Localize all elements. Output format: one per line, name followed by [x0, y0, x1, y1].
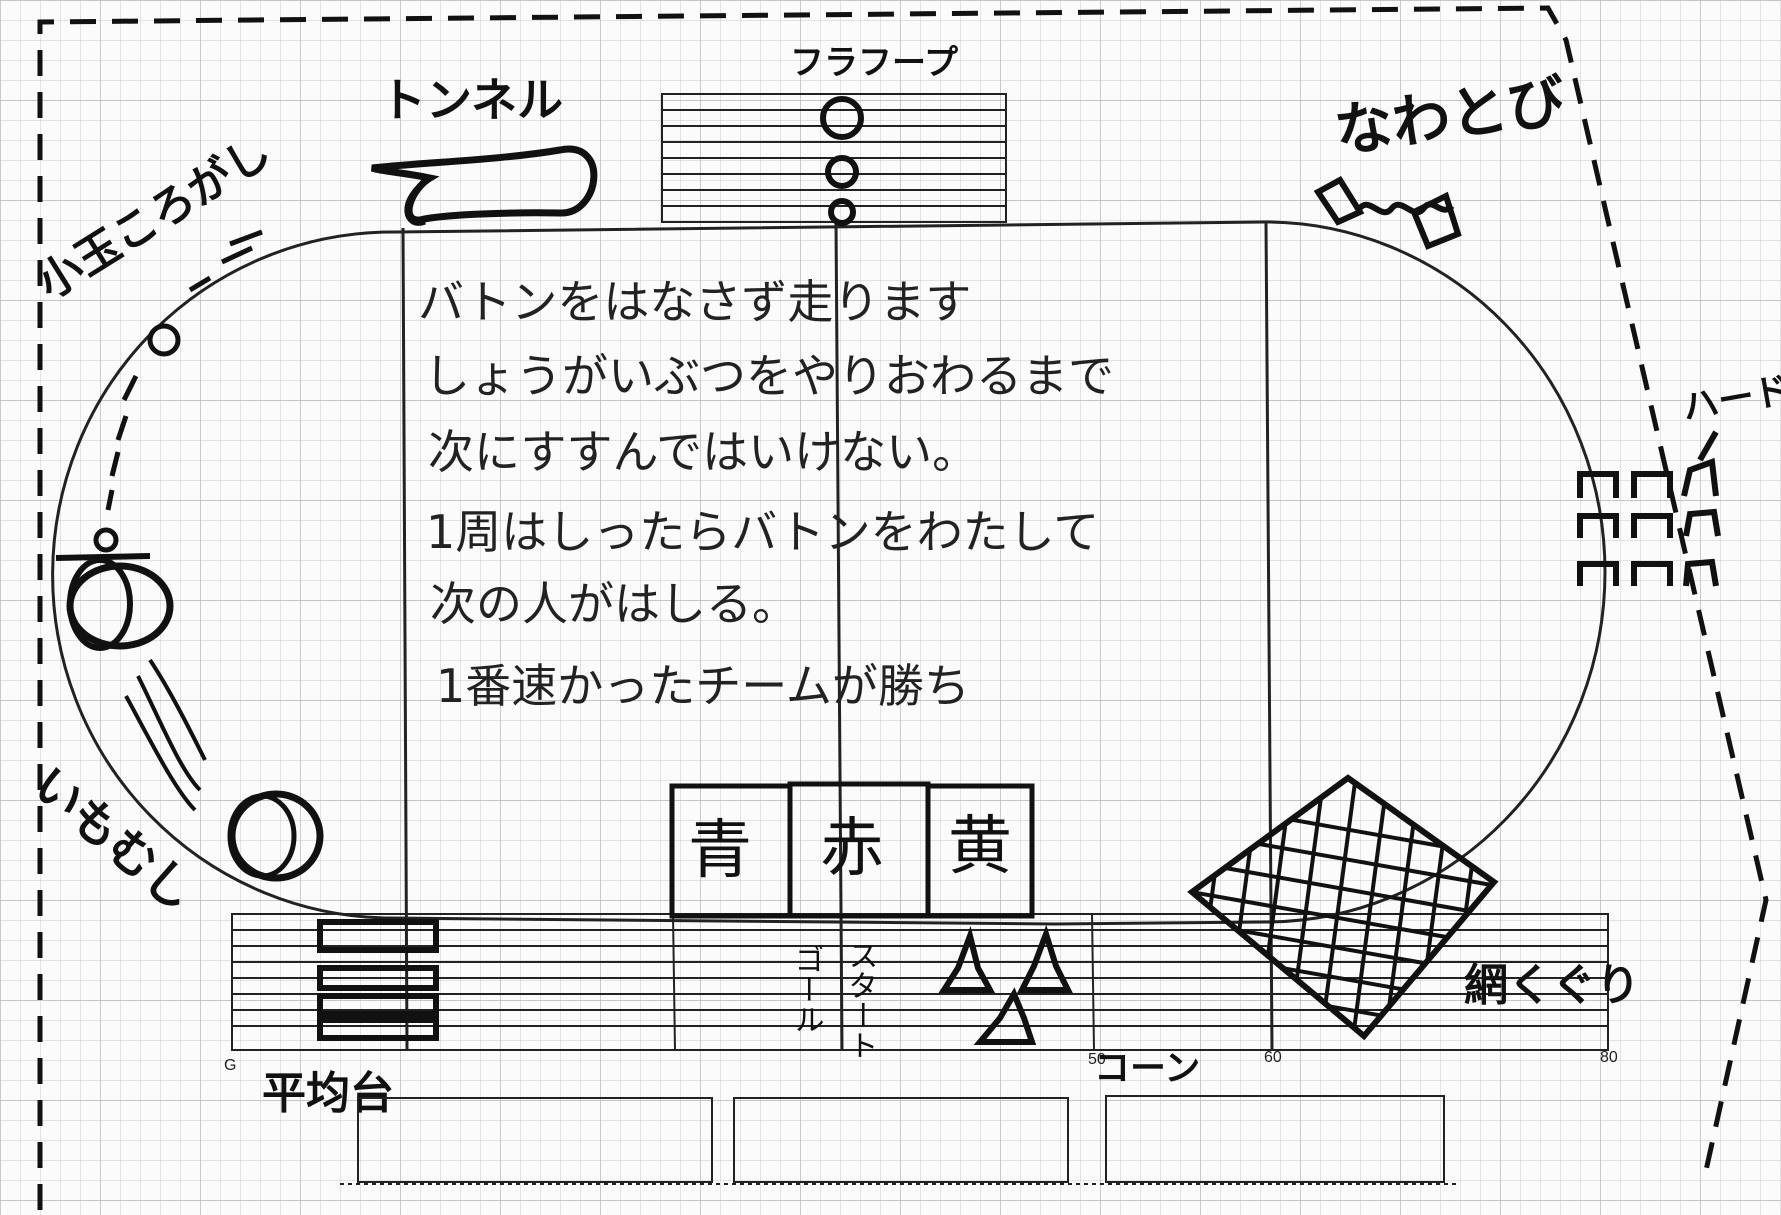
rule-line: しょうがいぶつをやりおわるまで: [424, 349, 1114, 403]
rule-line: 1周はしったらバトンをわたして: [426, 505, 1099, 559]
caterpillar-icon: [124, 658, 324, 882]
team-blue: 青: [688, 814, 752, 888]
ball-icon: [55, 527, 174, 651]
field-line-right: [1264, 221, 1274, 1051]
jump-rope-icon: [1313, 176, 1462, 250]
rule-line: 次にすすんではいけない。: [428, 425, 978, 479]
scale-tick-g: G: [224, 1057, 236, 1074]
rule-line: 1番速かったチームが勝ち: [436, 659, 970, 713]
scale-tick-80: 80: [1600, 1049, 1618, 1066]
hurdle-icons: [1577, 430, 1721, 587]
balance-beam-icon: [317, 919, 439, 1041]
field-boundary: [37, 5, 1769, 1210]
label-goal: ゴール: [789, 944, 824, 1034]
label-start: スタート: [843, 940, 878, 1060]
field-line-center: [834, 221, 844, 1051]
straight-lanes: [231, 913, 1609, 1051]
cone-icons: [938, 924, 1073, 1045]
scale-tick-60: 60: [1264, 1049, 1282, 1066]
rules-text-block: バトンをはなさず走ります しょうがいぶつをやりおわるまで 次にすすんではいけない…: [418, 275, 1114, 713]
race-track: [51, 220, 1607, 926]
label-hula-hoop: フラフープ: [790, 43, 958, 83]
team-red: 赤: [820, 812, 884, 886]
label-tunnel: トンネル: [380, 73, 563, 127]
team-boxes: [669, 781, 1035, 919]
scale-tick-50: 50: [1088, 1051, 1106, 1068]
bottom-boxes: [357, 1095, 1445, 1183]
tunnel-icon: [370, 145, 598, 226]
ball-rolling-path: [105, 229, 263, 511]
hula-hoop-station: [661, 93, 1007, 226]
label-net-crawl: 網くぐり: [1464, 960, 1640, 1011]
label-cone: コーン: [1094, 1048, 1200, 1089]
hoop-icon: [820, 96, 864, 140]
rule-line: バトンをはなさず走ります: [418, 275, 971, 329]
hoop-icon: [828, 198, 856, 226]
hoop-icon: [825, 155, 859, 189]
rule-line: 次の人がはしる。: [430, 577, 798, 631]
team-yellow: 黄: [948, 810, 1012, 884]
label-balance-beam: 平均台: [262, 1068, 394, 1119]
